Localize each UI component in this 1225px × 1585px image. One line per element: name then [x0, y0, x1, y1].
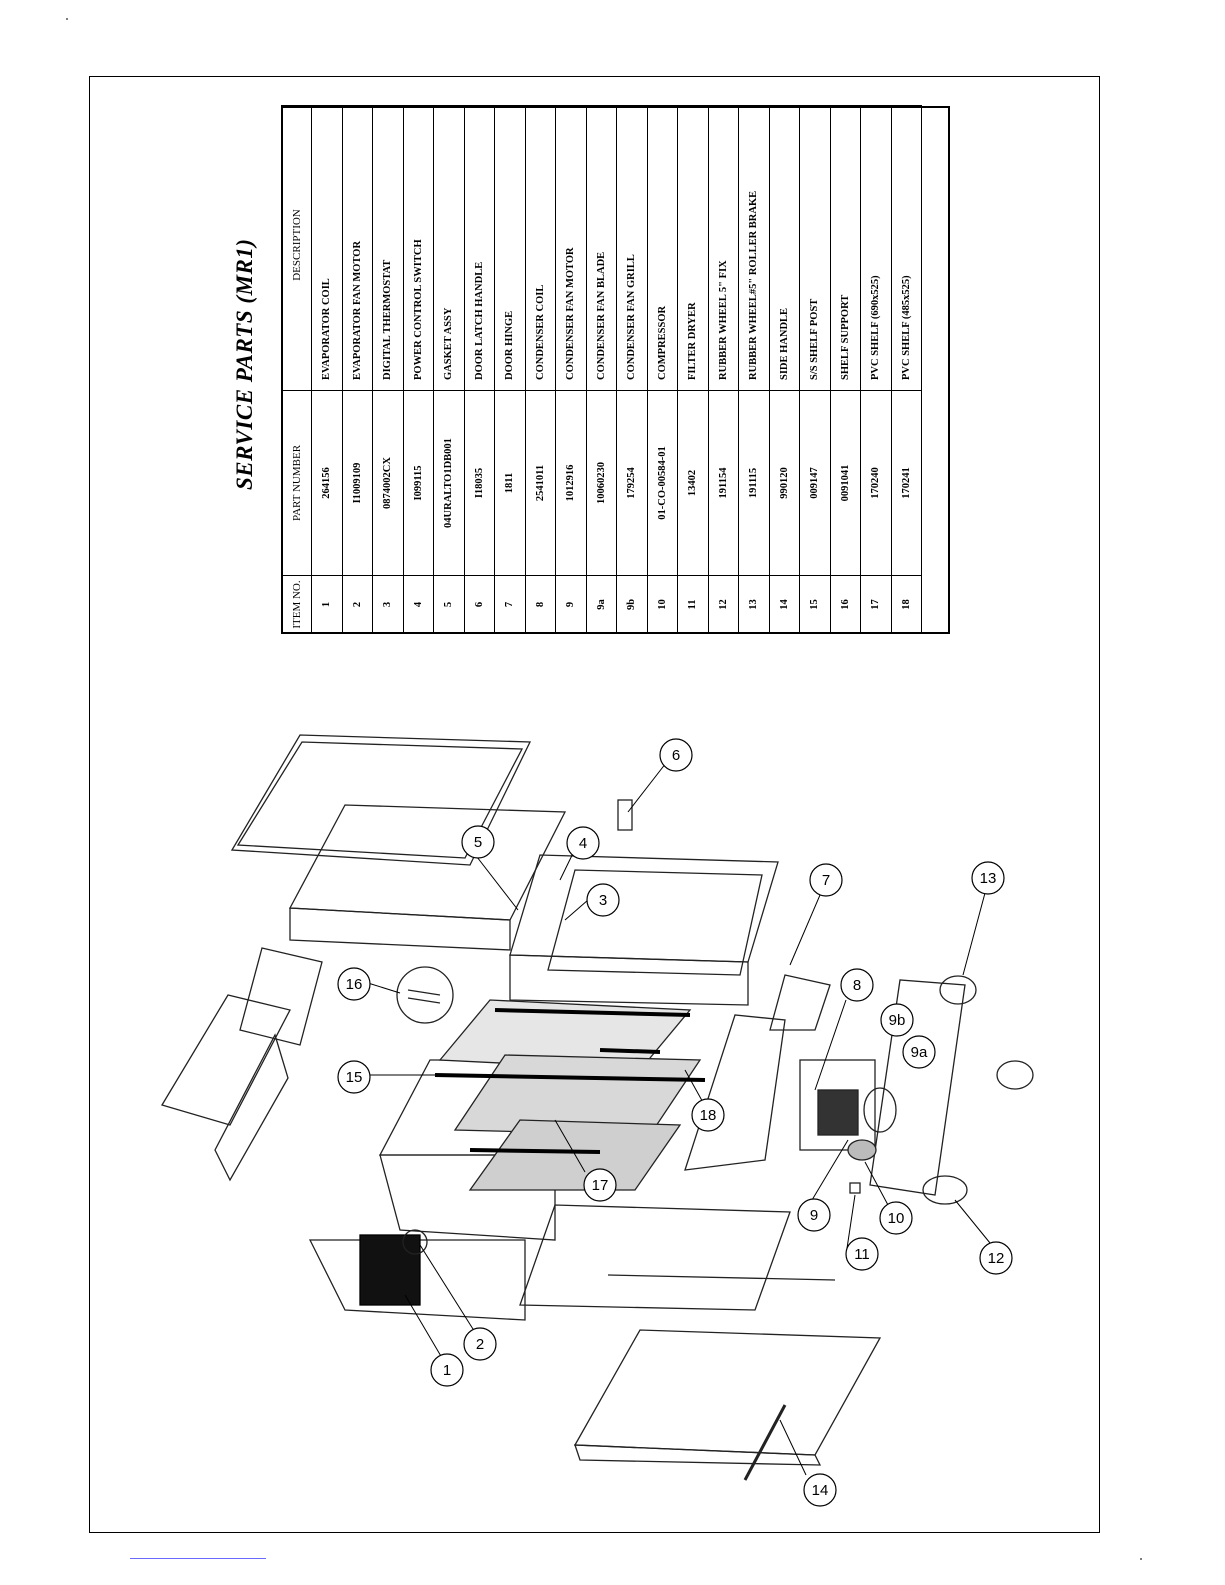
back-door-panel — [230, 734, 532, 866]
callout-4: 4 — [566, 826, 600, 860]
side-handle — [743, 1404, 787, 1481]
wheel-13 — [939, 975, 977, 1005]
shelf-post — [469, 1148, 601, 1154]
callout-2: 2 — [463, 1327, 497, 1361]
panel-trim — [607, 1274, 836, 1281]
svg-text:8: 8 — [853, 977, 861, 994]
svg-text:10: 10 — [888, 1210, 905, 1227]
svg-text:5: 5 — [474, 834, 482, 851]
top-bracket — [239, 947, 323, 1046]
svg-text:4: 4 — [579, 835, 587, 852]
footer-link-mark — [130, 1558, 266, 1559]
svg-text:9a: 9a — [911, 1044, 928, 1061]
callout-9: 9 — [797, 1198, 831, 1232]
callout-7: 7 — [809, 863, 843, 897]
latch-handle — [617, 799, 633, 831]
shelf-post — [599, 1048, 661, 1054]
svg-text:3: 3 — [599, 892, 607, 909]
front-door-side — [509, 954, 749, 1006]
svg-text:1: 1 — [443, 1362, 451, 1379]
callout-9b: 9b — [880, 1003, 914, 1037]
evaporator-fan — [402, 1229, 428, 1255]
condenser-fan-blade — [863, 1087, 897, 1133]
svg-text:7: 7 — [822, 872, 830, 889]
svg-text:14: 14 — [812, 1482, 829, 1499]
corner-mark — [1140, 1558, 1142, 1560]
svg-text:16: 16 — [346, 976, 363, 993]
condenser-coil — [817, 1089, 859, 1136]
svg-text:2: 2 — [476, 1336, 484, 1353]
back-door-inner — [236, 741, 524, 859]
svg-text:6: 6 — [672, 747, 680, 764]
base-plate — [869, 979, 966, 1196]
callout-17: 17 — [583, 1168, 617, 1202]
side-panel-edge — [574, 1444, 822, 1466]
drawing-parts — [161, 734, 1034, 1481]
magnifier-detail — [407, 989, 441, 996]
callout-1: 1 — [430, 1353, 464, 1387]
svg-text:13: 13 — [980, 870, 997, 887]
callout-8: 8 — [840, 968, 874, 1002]
evaporator-coil — [359, 1234, 421, 1306]
callout-12: 12 — [979, 1241, 1013, 1275]
callout-11: 11 — [845, 1237, 879, 1271]
door-bottom-rail — [769, 974, 831, 1031]
condensing-unit-frame — [799, 1059, 876, 1151]
magnifier-circle — [396, 966, 454, 1024]
callout-15: 15 — [337, 1060, 371, 1094]
callout-10: 10 — [879, 1201, 913, 1235]
callout-16: 16 — [337, 967, 371, 1001]
callout-9a: 9a — [902, 1035, 936, 1069]
magnifier-detail — [407, 997, 441, 1004]
cabinet-inner — [684, 1014, 786, 1171]
callout-leaders — [367, 762, 991, 1476]
wheel-mid — [996, 1060, 1034, 1090]
callout-5: 5 — [461, 825, 495, 859]
svg-text:9b: 9b — [889, 1012, 906, 1029]
callout-3: 3 — [586, 883, 620, 917]
top-panel-edge — [289, 907, 511, 951]
corner-mark — [66, 18, 68, 20]
callout-14: 14 — [803, 1473, 837, 1507]
top-cover-plate — [161, 994, 291, 1126]
wheel-12 — [922, 1175, 968, 1205]
shelf-post — [494, 1008, 691, 1017]
filter-dryer — [849, 1182, 861, 1194]
shelf-post — [434, 1073, 706, 1082]
top-cover-edge — [214, 1033, 289, 1182]
page-frame — [89, 76, 1100, 1533]
svg-text:9: 9 — [810, 1207, 818, 1224]
callout-6: 6 — [659, 738, 693, 772]
cabinet-right-panel — [519, 1204, 791, 1311]
svg-text:18: 18 — [700, 1107, 717, 1124]
callout-13: 13 — [971, 861, 1005, 895]
callout-18: 18 — [691, 1098, 725, 1132]
svg-text:11: 11 — [854, 1246, 870, 1263]
svg-text:12: 12 — [988, 1250, 1005, 1267]
evaporator-housing — [308, 1239, 526, 1321]
front-door-glass — [547, 869, 763, 976]
svg-text:15: 15 — [346, 1069, 363, 1086]
svg-text:17: 17 — [592, 1177, 609, 1194]
compressor — [847, 1139, 877, 1161]
